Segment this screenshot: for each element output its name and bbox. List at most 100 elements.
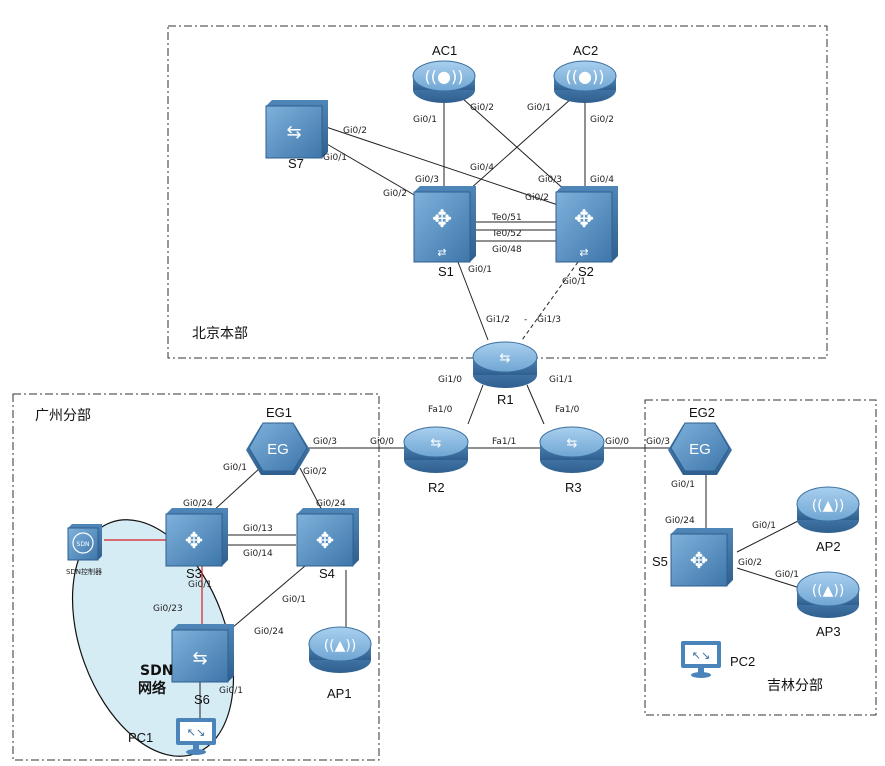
port-label: Gi0/2 (383, 189, 407, 199)
eg2-gateway[interactable]: EG (668, 422, 732, 475)
pc1-computer[interactable]: ↖↘ (176, 718, 216, 755)
device-label-r1: R1 (497, 392, 514, 407)
port-label: Gi0/4 (590, 175, 614, 185)
device-label-r2: R2 (428, 480, 445, 495)
device-label-ap2: AP2 (816, 539, 841, 554)
router-icon: ⇆ (431, 436, 442, 451)
port-label: Gi0/48 (492, 245, 522, 255)
port-label: Fa1/0 (555, 405, 580, 415)
pc2-computer[interactable]: ↖↘ (681, 641, 721, 678)
switch-arrows-icon: ✥ (316, 529, 334, 554)
r1-router[interactable]: ⇆ (472, 341, 538, 388)
port-label: Fa1/1 (492, 437, 516, 447)
switch-arrows-icon: ⇆ (192, 648, 207, 669)
device-label-eg1: EG1 (266, 405, 292, 420)
core-switch-arrows-icon: ✥ (432, 205, 452, 233)
ap1-access-point[interactable]: ((▲)) (308, 626, 372, 673)
port-label: Te0/52 (491, 229, 522, 239)
s4-switch[interactable]: ✥ (296, 508, 359, 567)
port-label: Gi0/1 (775, 570, 799, 580)
device-label-sdn-controller: SDN控制器 (66, 567, 102, 576)
wireless-ap-icon: ((▲)) (812, 498, 845, 514)
port-label: Gi0/23 (153, 604, 183, 614)
s7-switch[interactable]: ⇆ (265, 100, 328, 159)
port-label: Gi0/1 (527, 103, 551, 113)
port-label: Gi0/24 (665, 516, 695, 526)
device-label-r3: R3 (565, 480, 582, 495)
port-label: Gi0/2 (525, 193, 549, 203)
s1-core-switch[interactable]: ✥ ⇄ (413, 186, 476, 263)
port-label: Gi0/2 (470, 103, 494, 113)
device-label-eg2: EG2 (689, 405, 715, 420)
device-label-s3: S3 (186, 566, 202, 581)
s5-switch[interactable]: ✥ (670, 528, 733, 587)
port-label: Gi0/3 (538, 175, 562, 185)
eg1-gateway[interactable]: EG (246, 422, 310, 475)
ac1-wireless-controller[interactable]: ((●)) (412, 60, 476, 103)
ac2-wireless-controller[interactable]: ((●)) (553, 60, 617, 103)
port-label: Gi0/0 (605, 437, 629, 447)
port-label: Gi0/1 (562, 277, 586, 287)
port-label: Gi0/2 (303, 467, 327, 477)
port-label: Gi0/2 (738, 558, 762, 568)
switch-arrows-icon: ✥ (690, 549, 708, 574)
port-label: Gi1/1 (549, 375, 573, 385)
sdn-network-label-line2: 网络 (138, 680, 166, 697)
device-label-s2: S2 (578, 264, 594, 279)
port-label: Gi0/1 (468, 265, 492, 275)
eg2-logo-text: EG (689, 441, 711, 458)
switch-arrows-icon: ⇆ (286, 122, 301, 143)
port-label: Gi0/1 (223, 463, 247, 473)
device-label-pc1: PC1 (128, 730, 153, 745)
device-label-s1: S1 (438, 264, 454, 279)
port-label: Gi0/13 (243, 524, 273, 534)
device-label-s7: S7 (288, 156, 304, 171)
wireless-ap-icon: ((▲)) (324, 638, 357, 654)
port-label: Gi0/3 (313, 437, 337, 447)
cursor-arrow-icon: ↖↘ (692, 649, 710, 662)
ap3-access-point[interactable]: ((▲)) (796, 571, 860, 618)
r2-router[interactable]: ⇆ (403, 426, 469, 473)
s2-core-switch[interactable]: ✥ ⇄ (555, 186, 618, 263)
port-label: Gi0/3 (646, 437, 670, 447)
port-label: Gi0/3 (415, 175, 439, 185)
eg1-logo-text: EG (267, 441, 289, 458)
device-label-ap1: AP1 (327, 686, 352, 701)
router-icon: ⇆ (567, 436, 578, 451)
port-label: Te0/51 (491, 213, 522, 223)
router-icon: ⇆ (500, 351, 511, 366)
wireless-icon: ((●)) (566, 67, 605, 86)
port-label: Gi0/24 (183, 499, 213, 509)
device-label-ac2: AC2 (573, 43, 598, 58)
cursor-arrow-icon: ↖↘ (187, 726, 205, 739)
port-label: Gi1/0 (438, 375, 462, 385)
region-label-jilin: 吉林分部 (767, 678, 823, 694)
port-label: - (524, 315, 527, 325)
port-label: Gi0/1 (219, 686, 243, 696)
port-label: Gi0/4 (470, 163, 494, 173)
switch-arrows-icon: ✥ (185, 529, 203, 554)
crossed-arrows-icon: ⇄ (579, 246, 588, 259)
device-label-pc2: PC2 (730, 654, 755, 669)
sdn-controller[interactable]: SDN (67, 524, 102, 561)
ap2-access-point[interactable]: ((▲)) (796, 486, 860, 533)
s6-switch[interactable]: ⇆ (171, 624, 234, 683)
port-label: Gi0/24 (316, 499, 346, 509)
sdn-controller-icon: SDN (77, 541, 90, 548)
region-box-jilin (644, 399, 877, 716)
port-label: Gi1/2 (486, 315, 510, 325)
links (199, 97, 801, 718)
port-label: Gi0/0 (370, 437, 394, 447)
device-label-ac1: AC1 (432, 43, 457, 58)
device-label-ap3: AP3 (816, 624, 841, 639)
s3-switch[interactable]: ✥ (165, 508, 228, 567)
port-label: Gi0/14 (243, 549, 273, 559)
core-switch-arrows-icon: ✥ (574, 205, 594, 233)
port-label: Gi0/1 (323, 153, 347, 163)
port-label: Fa1/0 (428, 405, 453, 415)
port-label: Gi0/1 (188, 580, 212, 590)
r3-router[interactable]: ⇆ (539, 426, 605, 473)
region-box-beijing (167, 25, 828, 359)
port-label: Gi0/1 (413, 115, 437, 125)
